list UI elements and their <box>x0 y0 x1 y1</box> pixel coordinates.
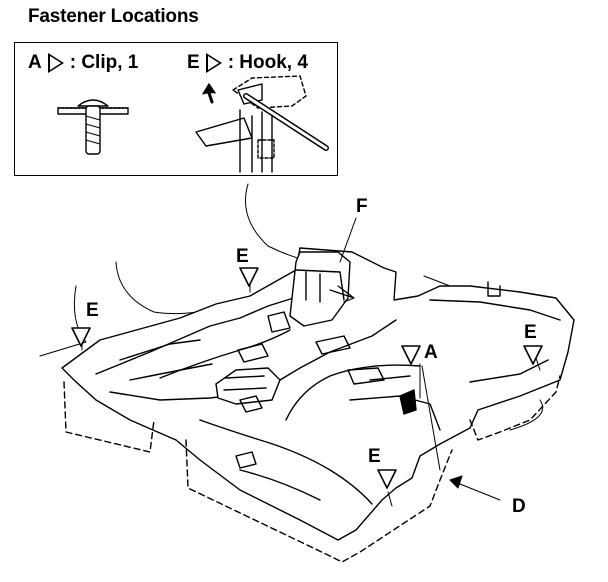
carpet-dashed-extension <box>63 375 561 563</box>
hook-marker-left-icon <box>71 327 91 347</box>
clip-marker-icon <box>401 345 421 365</box>
floor-carpet <box>61 247 575 541</box>
legend-clip-label: : Clip, 1 <box>69 52 139 73</box>
hook-marker-bottom-icon <box>377 469 397 489</box>
callout-a: A <box>424 342 438 363</box>
center-tunnel <box>215 251 417 469</box>
hook-marker-center-icon <box>239 267 259 287</box>
callout-d: D <box>512 496 526 517</box>
hook-marker-right-icon <box>523 345 543 365</box>
callout-leaders <box>81 217 541 507</box>
callout-f: F <box>356 196 368 217</box>
legend-clip-letter: A <box>28 52 42 73</box>
legend-hook: E : Hook, 4 <box>187 52 308 74</box>
fastener-markers <box>71 267 543 489</box>
callout-e-right: E <box>524 322 537 343</box>
callout-e-center: E <box>236 246 249 267</box>
fastener-marker-icon <box>205 53 222 73</box>
callout-e-left: E <box>86 300 99 321</box>
legend-hook-label: : Hook, 4 <box>227 52 308 73</box>
hook-illustration <box>195 75 329 173</box>
legend-clip: A : Clip, 1 <box>28 52 138 74</box>
callout-e-bottom: E <box>368 446 381 467</box>
clip-illustration <box>57 99 129 155</box>
page-title: Fastener Locations <box>28 6 199 27</box>
fastener-legend-inset <box>14 42 338 176</box>
fastener-marker-icon <box>47 53 64 73</box>
legend-hook-letter: E <box>187 52 200 73</box>
